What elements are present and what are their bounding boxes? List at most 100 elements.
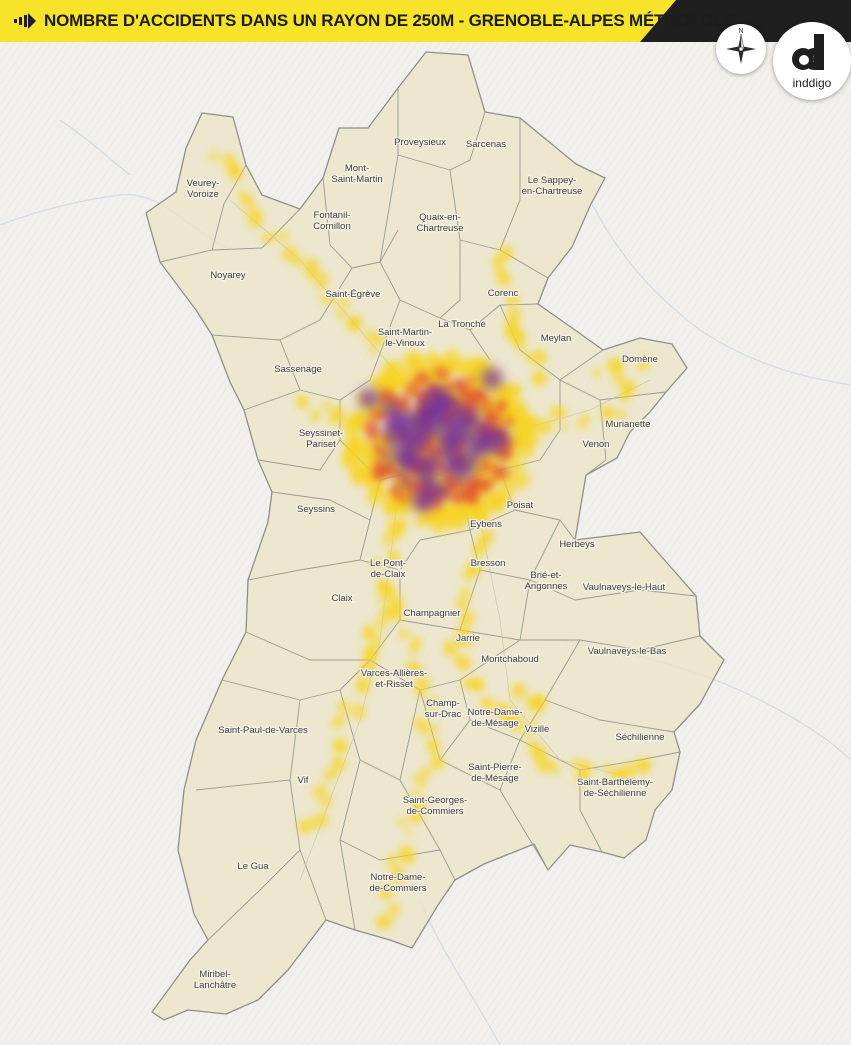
heat-point-high (464, 456, 472, 463)
compass-button[interactable]: N (716, 24, 766, 74)
heat-point-high (446, 432, 456, 441)
commune-label-line: et-Risset (375, 679, 413, 690)
commune-label-line: Vaulnaveys-le-Bas (588, 646, 667, 657)
commune-label-line: Lanchâtre (194, 980, 236, 991)
heat-point-low (363, 329, 378, 344)
heat-point-high (417, 397, 426, 406)
commune-label-line: Le Sappey- (528, 175, 577, 186)
heat-point-low (381, 533, 395, 547)
heat-point-low (356, 678, 366, 688)
heat-point-low (328, 413, 341, 426)
heat-point-mid (485, 411, 501, 427)
heat-point-high (444, 450, 455, 461)
compass-rose-icon: N (726, 28, 756, 64)
commune-label-venon: Venon (583, 439, 610, 450)
heat-point-low (241, 194, 255, 208)
commune-label-notre-dame-de-mesage: Notre-Dame-de-Mésage (468, 707, 523, 729)
heat-point-low (514, 471, 532, 489)
heat-point-high (413, 459, 422, 468)
compass-north-label: N (738, 28, 743, 35)
heat-point-high (464, 431, 473, 440)
heat-point-high (481, 422, 493, 434)
map-title: NOMBRE D'ACCIDENTS DANS UN RAYON DE 250M… (44, 11, 735, 30)
heat-point-high (452, 409, 465, 421)
commune-label-line: Poisat (507, 500, 534, 511)
commune-label-mont-saint-martin: Mont-Saint-Martin (331, 163, 382, 185)
commune-label-line: Vizille (525, 724, 550, 735)
heat-point-high (433, 403, 441, 411)
heat-point-low (602, 405, 611, 414)
heat-point-low (570, 757, 581, 769)
commune-label-line: Vaulnaveys-le-Haut (583, 582, 666, 593)
heat-point-low (459, 587, 471, 600)
heat-point-low (322, 772, 332, 782)
commune-label-eybens: Eybens (470, 519, 502, 530)
commune-label-veurey: Veurey-Voroize (187, 178, 220, 200)
commune-label-line: Pariset (306, 439, 336, 450)
heat-point-high (391, 421, 403, 433)
commune-label-line: Murianette (606, 419, 651, 430)
heat-point-high (403, 436, 413, 446)
commune-label-line: Sassenage (274, 364, 322, 375)
heat-point-low (511, 333, 526, 348)
commune-label-line: Domène (622, 354, 658, 365)
logo-label: inddigo (792, 76, 832, 90)
heat-point-mid (482, 462, 492, 473)
heat-point-low (388, 588, 400, 600)
heat-point-high (398, 442, 406, 449)
heat-point-high (359, 388, 380, 409)
commune-label-line: Saint-Martin- (378, 327, 432, 338)
heat-point-low (475, 546, 486, 556)
inddigo-logo[interactable]: inddigo (773, 22, 851, 100)
heat-point-low (285, 245, 297, 257)
heat-point-mid (476, 466, 485, 475)
heat-point-high (407, 429, 430, 451)
heat-point-low (332, 756, 342, 765)
heat-point-low (621, 380, 636, 395)
heat-point-high (422, 411, 429, 418)
heat-point-high (417, 459, 439, 481)
commune-label-miribel: Miribel-Lanchâtre (194, 969, 236, 991)
heat-point-low (373, 333, 385, 345)
commune-label-line: Vif (298, 775, 309, 786)
heat-point-high (429, 427, 441, 439)
commune-label-vaulnaveys-bas: Vaulnaveys-le-Bas (588, 646, 667, 657)
heat-point-low (484, 699, 496, 711)
commune-label-line: de-Mésage (471, 718, 519, 729)
heat-point-low (613, 373, 624, 385)
commune-label-line: Proveysieux (394, 137, 446, 148)
commune-label-line: Saint-Martin (331, 174, 382, 185)
heat-point-low (374, 617, 388, 631)
heat-point-low (537, 419, 553, 435)
heat-point-low (429, 724, 439, 734)
commune-label-line: Saint-Georges- (403, 795, 467, 806)
heat-point-high (456, 437, 465, 447)
heat-point-high (423, 423, 433, 433)
heat-point-low (408, 648, 417, 657)
heat-point-low (471, 677, 485, 692)
commune-label-line: le-Vinoux (385, 338, 425, 349)
commune-label-vizille: Vizille (525, 724, 550, 735)
heat-point-mid (388, 483, 404, 499)
heat-point-low (519, 347, 528, 356)
heat-point-low (278, 230, 290, 242)
heat-point-low (447, 512, 467, 532)
commune-label-sechilienne: Séchilienne (615, 732, 664, 743)
commune-label-noyarey: Noyarey (210, 270, 246, 281)
commune-label-line: Bresson (471, 558, 506, 569)
heat-point-high (385, 442, 396, 453)
heat-point-low (602, 763, 612, 773)
commune-label-line: de-Claix (371, 569, 406, 580)
commune-label-line: Voroize (187, 189, 219, 200)
heat-point-high (447, 441, 457, 451)
commune-label-line: Champagnier (403, 608, 460, 619)
heat-point-low (499, 246, 513, 260)
heat-point-high (449, 394, 457, 401)
commune-label-line: Veurey- (187, 178, 220, 189)
heat-point-high (403, 415, 414, 426)
inddigo-logo-mark-icon (792, 34, 824, 70)
commune-label-line: Jarrie (456, 633, 480, 644)
heat-point-low (427, 696, 440, 710)
heat-point-mid (496, 465, 511, 480)
